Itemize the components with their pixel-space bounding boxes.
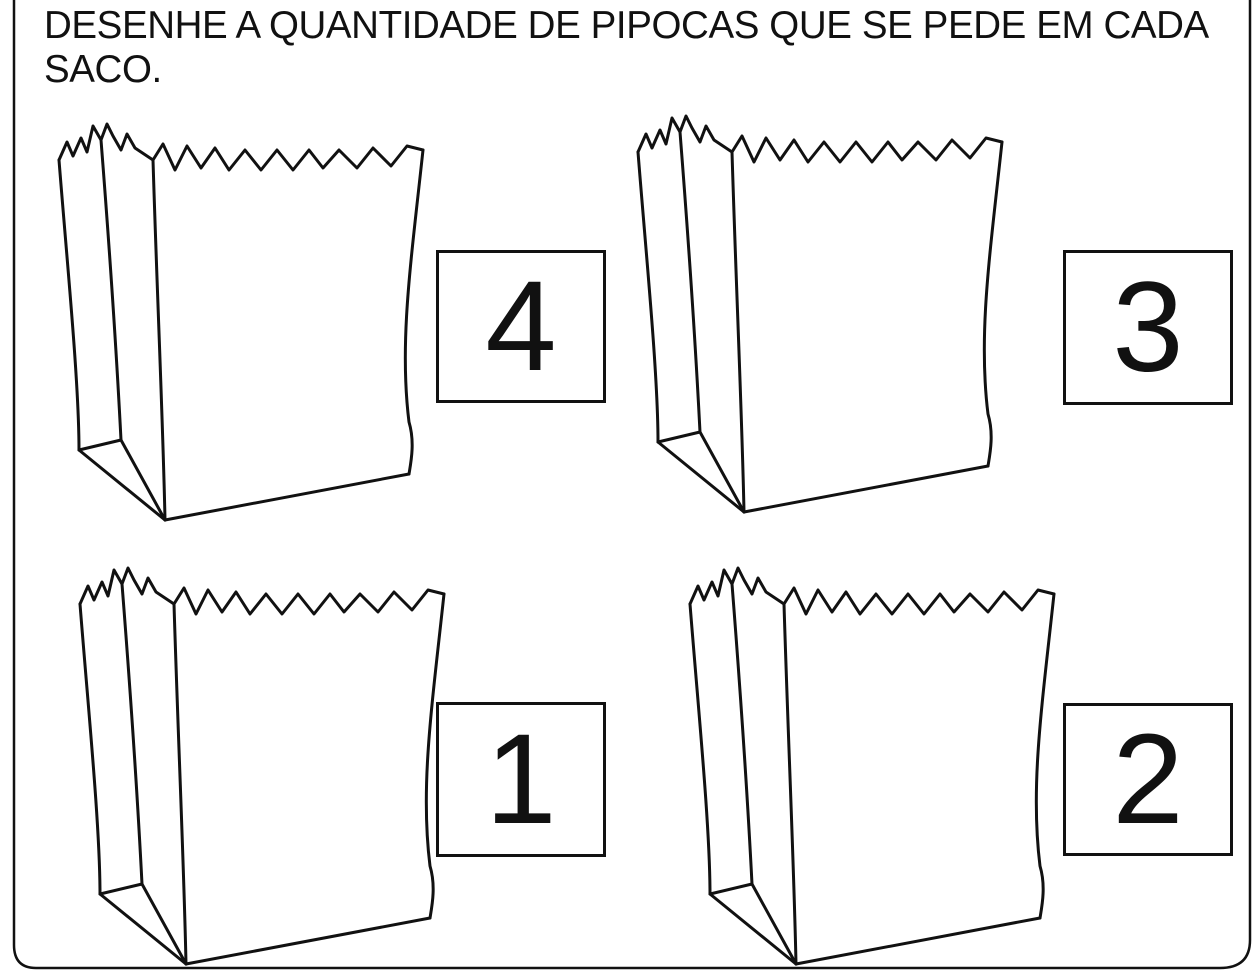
count-box-3: 3 <box>1063 250 1233 405</box>
count-label: 2 <box>1112 707 1184 851</box>
instruction-text: DESENHE A QUANTIDADE DE PIPOCAS QUE SE P… <box>44 4 1209 91</box>
count-box-4: 4 <box>436 250 606 403</box>
count-box-1: 1 <box>436 702 606 857</box>
count-box-2: 2 <box>1063 703 1233 856</box>
count-label: 4 <box>485 254 557 398</box>
count-label: 1 <box>485 707 557 851</box>
count-label: 3 <box>1112 255 1184 399</box>
